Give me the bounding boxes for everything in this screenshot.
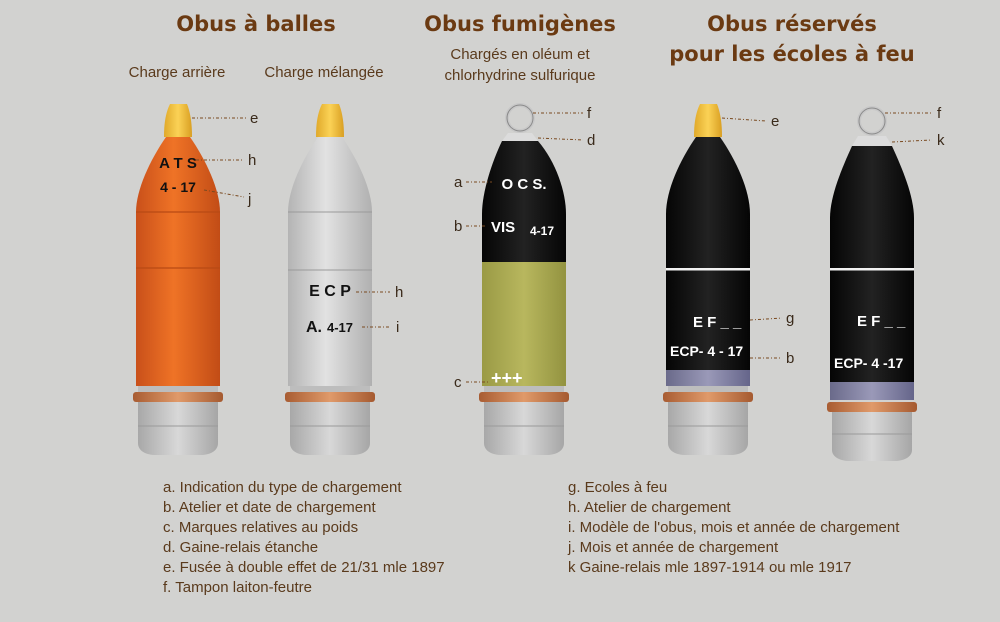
legend-item-a: a. Indication du type de chargement	[163, 479, 402, 496]
shell-2-marking-a: A.	[306, 319, 322, 336]
legend-item-i: i. Modèle de l'obus, mois et année de ch…	[568, 519, 900, 536]
legend-item-j: j. Mois et année de chargement	[568, 539, 779, 556]
callout-s4-g: g	[786, 310, 794, 327]
shell-5-marking-ecp: ECP- 4 -17	[834, 355, 903, 371]
shell-3-copper-band	[479, 392, 569, 402]
shell-2-marking-date: 4-17	[327, 320, 353, 335]
shell-1-copper-band	[133, 392, 223, 402]
shell-charge-melangee: E C P A. 4-17	[285, 104, 375, 455]
legend-item-h: h. Atelier de chargement	[568, 499, 731, 516]
callout-s3-d: d	[587, 132, 595, 149]
shell-4-base	[668, 402, 748, 455]
shell-3-relay-sleeve	[502, 133, 538, 141]
shell-5-body	[830, 146, 914, 400]
shell-4-fuse	[694, 104, 722, 137]
shell-charge-arriere: A T S 4 - 17	[133, 104, 223, 455]
legend-item-g: g. Ecoles à feu	[568, 479, 668, 496]
shell-2-marking-ecp: E C P	[309, 283, 351, 300]
legend-item-d: d. Gaine-relais étanche	[163, 539, 319, 556]
shell-2-copper-band	[285, 392, 375, 402]
heading-obus-fumigenes: Obus fumigènes	[424, 12, 616, 36]
heading-obus-reserves-line2: pour les écoles à feu	[669, 42, 915, 66]
callout-s3-a: a	[454, 174, 463, 191]
subheading-fumigenes-line2: chlorhydrine sulfurique	[445, 67, 596, 84]
shell-4-marking-ecp: ECP- 4 - 17	[670, 343, 743, 359]
shell-1-body	[136, 137, 220, 386]
legend-item-k: k Gaine-relais mle 1897-1914 ou mle 1917	[568, 559, 852, 576]
callout-s1-j: j	[247, 191, 251, 208]
heading-obus-reserves-line1: Obus réservés	[707, 12, 877, 36]
callout-s2-i: i	[396, 319, 399, 336]
shell-1-base	[138, 402, 218, 455]
shell-ecole-fusee: E F _ _ ECP- 4 - 17	[663, 104, 753, 455]
callout-s4-e: e	[771, 113, 779, 130]
subheading-charge-melangee: Charge mélangée	[264, 64, 383, 81]
shell-3-marking-weight: +++	[491, 368, 523, 388]
shell-5-violet-band	[830, 382, 914, 400]
shell-4-marking-ef: E F _ _	[693, 314, 742, 331]
callout-s3-c: c	[454, 374, 462, 391]
shell-5-copper-band	[827, 402, 917, 412]
callout-s1-h: h	[248, 152, 256, 169]
shell-5-base	[832, 412, 912, 461]
shell-3-marking-date: 4-17	[530, 224, 554, 238]
subheading-charge-arriere: Charge arrière	[129, 64, 226, 81]
legend-item-b: b. Atelier et date de chargement	[163, 499, 376, 516]
shell-2-base	[290, 402, 370, 455]
legend-item-e: e. Fusée à double effet de 21/31 mle 189…	[163, 559, 445, 576]
callout-s4-b: b	[786, 350, 794, 367]
legend-item-f: f. Tampon laiton-feutre	[163, 579, 312, 596]
legend-item-c: c. Marques relatives au poids	[163, 519, 359, 536]
shell-4-body	[666, 137, 750, 386]
shell-3-olive-body	[482, 262, 566, 386]
heading-obus-a-balles: Obus à balles	[176, 12, 335, 36]
legend-left: a. Indication du type de chargement b. A…	[163, 478, 445, 598]
shell-1-marking-date: 4 - 17	[160, 179, 196, 195]
shell-1-fuse	[164, 104, 192, 137]
shell-2-body	[288, 137, 372, 386]
shell-1-marking-ats: A T S	[159, 155, 197, 172]
subheading-fumigenes-line1: Chargés en oléum et	[450, 46, 590, 63]
shell-fumigene: O C S. VIS 4-17 +++	[479, 103, 569, 455]
shell-3-marking-ocs: O C S.	[501, 176, 546, 193]
callout-s1-e: e	[250, 110, 258, 127]
callout-s5-k: k	[937, 132, 945, 149]
shell-5-marking-ef: E F _ _	[857, 313, 906, 330]
callout-s3-f: f	[587, 105, 592, 122]
callout-s2-h: h	[395, 284, 403, 301]
shell-3-marking-vis: VIS	[491, 219, 515, 236]
callout-s3-b: b	[454, 218, 462, 235]
shell-4-violet-band	[666, 370, 750, 386]
shell-5-relay-sleeve	[852, 136, 892, 146]
shell-2-fuse	[316, 104, 344, 137]
callout-s5-f: f	[937, 105, 942, 122]
shell-4-copper-band	[663, 392, 753, 402]
shell-3-base	[484, 402, 564, 455]
legend-right: g. Ecoles à feu h. Atelier de chargement…	[568, 478, 899, 578]
shell-3-black-body	[482, 141, 566, 262]
shell-ecole-tampon: E F _ _ ECP- 4 -17	[827, 106, 917, 461]
